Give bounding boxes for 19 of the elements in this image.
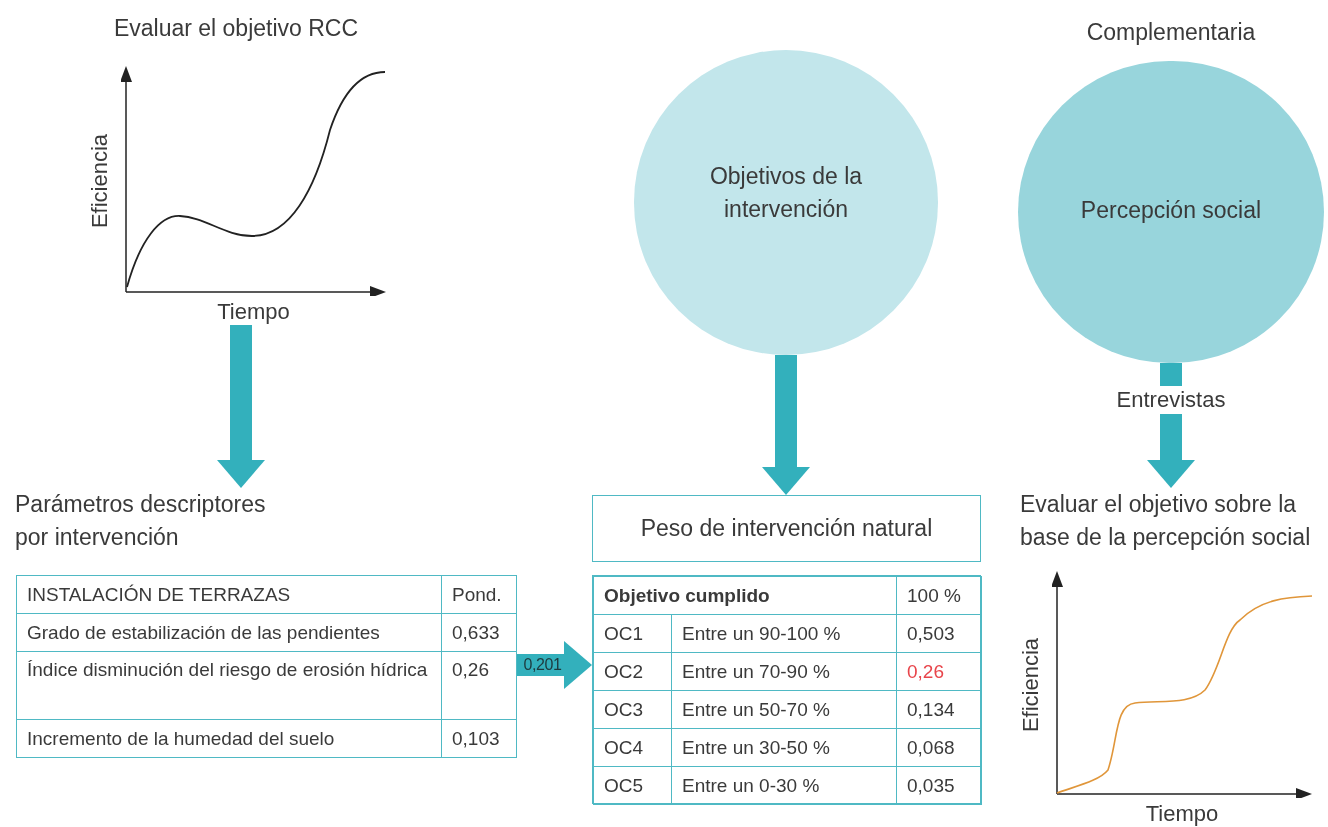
table-cell: INSTALACIÓN DE TERRAZAS [16, 575, 442, 614]
table-cell: 0,035 [896, 766, 982, 805]
table-cell: Objetivo cumplido [593, 576, 897, 615]
table-cell: 0,103 [441, 719, 517, 758]
axis-label: Tiempo [1145, 800, 1219, 827]
table-frame [592, 575, 981, 804]
axis-label: Eficiencia [1020, 637, 1042, 732]
section-heading: Parámetros descriptores por intervención [15, 490, 267, 552]
chart-title: Evaluar el objetivo RCC [113, 14, 359, 43]
axis-label: Eficiencia [89, 133, 111, 229]
table-cell: Pond. [441, 575, 517, 614]
heading: Complementaria [1086, 18, 1256, 47]
table-cell: OC5 [593, 766, 672, 805]
edge-label: 0,201 [523, 655, 562, 675]
table-cell: Incremento de la humedad del suelo [16, 719, 442, 758]
title-box: Peso de intervención natural [592, 495, 981, 562]
table-cell: 100 % [896, 576, 982, 615]
axis-label: Tiempo [217, 298, 290, 326]
chart-title: Evaluar el objetivo sobre la base de la percepción social [1020, 491, 1311, 550]
